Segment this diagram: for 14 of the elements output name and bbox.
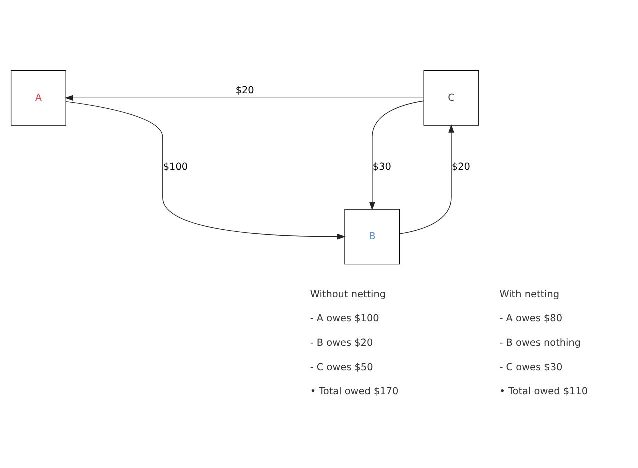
label: - A owes $80 (500, 313, 563, 324)
edge-label: $20 (236, 84, 254, 96)
label: - A owes $100 (310, 313, 380, 324)
label: • Total owed $110 (500, 386, 588, 398)
label: With netting (500, 288, 560, 300)
edge-label: $100 (163, 162, 188, 173)
label: - C owes $30 (500, 362, 563, 373)
label: - B owes nothing (500, 337, 582, 348)
label: • Total owed $170 (310, 386, 399, 398)
label: Without netting (310, 288, 386, 300)
label: - B owes $20 (310, 337, 374, 348)
label: - C owes $50 (310, 362, 374, 373)
edge-label: $30 (372, 162, 392, 173)
edge-label: $20 (452, 162, 470, 173)
